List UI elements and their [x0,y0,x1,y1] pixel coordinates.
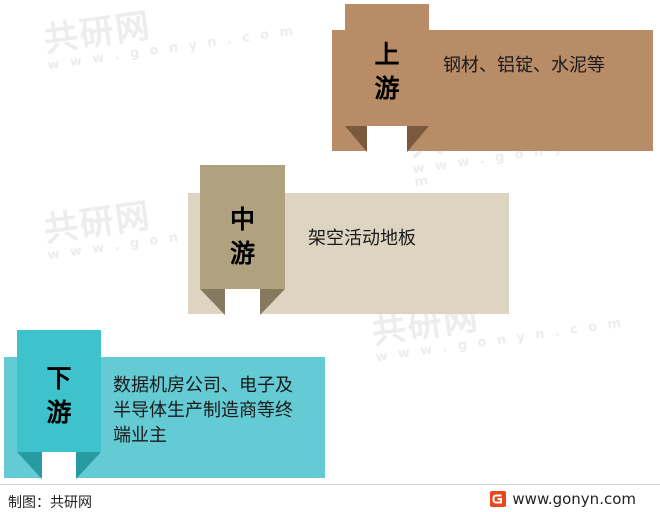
downstream-tab-fold-right [76,452,101,479]
upstream-text: 钢材、铝锭、水泥等 [443,55,605,76]
downstream-label-char2: 游 [46,398,72,427]
midstream-tab-notch [225,289,260,315]
downstream-label-char1: 下 [46,364,72,393]
midstream-label-char1: 中 [229,205,255,234]
downstream-label: 下 游 [17,362,101,430]
footer-url: www.gonyn.com [512,490,636,508]
watermark: 共研网 w w w . g o n y n . c o m [41,0,297,74]
midstream-tab-shape [200,165,285,315]
downstream-text-line: 端业主 [113,425,167,446]
upstream-tab-body [345,4,429,126]
downstream-tab-shape [17,330,101,479]
downstream-text-line: 半导体生产制造商等终 [113,400,293,421]
upstream-tab-shape [345,4,429,152]
downstream-tab: 下 游 [17,330,101,479]
downstream-text-line: 数据机房公司、电子及 [113,375,293,396]
midstream-label-char2: 游 [229,239,255,268]
downstream-tab-notch [42,452,76,479]
upstream-label: 上 游 [345,38,429,106]
downstream-text: 数据机房公司、电子及 半导体生产制造商等终 端业主 [113,373,323,448]
midstream-tab-body [200,165,285,289]
footer-divider [0,484,660,485]
upstream-label-char2: 游 [374,74,400,103]
midstream-text: 架空活动地板 [308,228,416,249]
upstream-tab: 上 游 [345,4,429,152]
upstream-tab-fold-right [407,126,429,152]
logo-icon [490,491,507,507]
midstream-tab: 中 游 [200,165,285,315]
watermark-site: w w w . g o n y n . c o m [374,315,625,366]
footer-brand: www.gonyn.com [490,490,636,508]
upstream-tab-fold-left [345,126,367,152]
midstream-tab-fold-right [260,289,285,315]
watermark-site: w w w . g o n y n . c o m [46,23,297,74]
footer-source: 制图：共研网 [8,495,92,511]
upstream-tab-notch [367,126,407,152]
watermark-brand: 共研网 [41,5,154,61]
downstream-tab-body [17,330,101,452]
downstream-tab-fold-left [17,452,42,479]
upstream-label-char1: 上 [374,40,400,69]
midstream-label: 中 游 [200,203,285,271]
midstream-tab-fold-left [200,289,225,315]
